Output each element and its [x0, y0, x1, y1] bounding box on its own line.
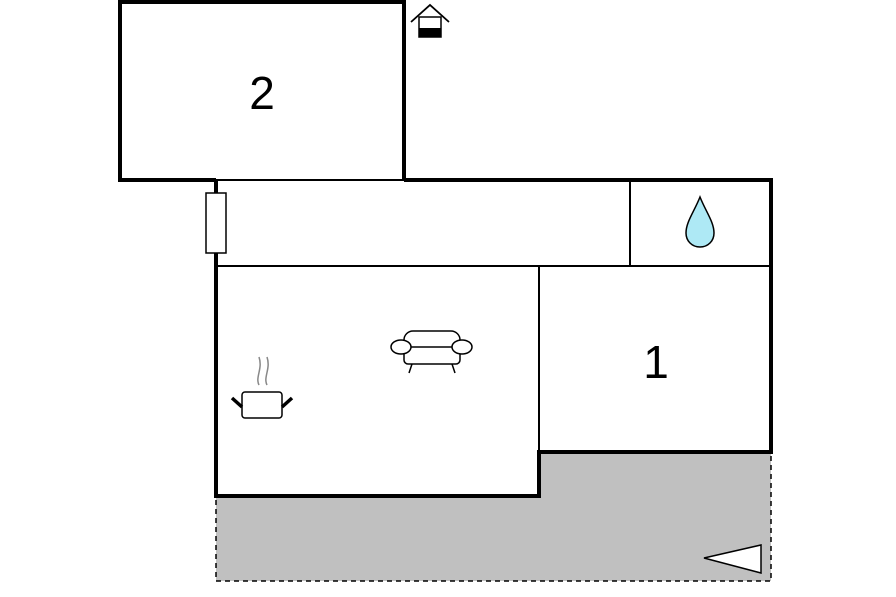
door-icon: [205, 192, 227, 254]
cooking-pot-icon: [230, 356, 294, 419]
water-drop-icon: [685, 194, 715, 248]
room-1-label: 1: [643, 336, 669, 388]
room-2-walls: [118, 0, 406, 182]
terrace-area: [215, 451, 772, 582]
triangle-pointer-icon: [703, 544, 762, 574]
sofa-icon: [390, 330, 473, 374]
house-entrance-icon: [410, 3, 450, 38]
room-2-label: 2: [249, 67, 275, 119]
